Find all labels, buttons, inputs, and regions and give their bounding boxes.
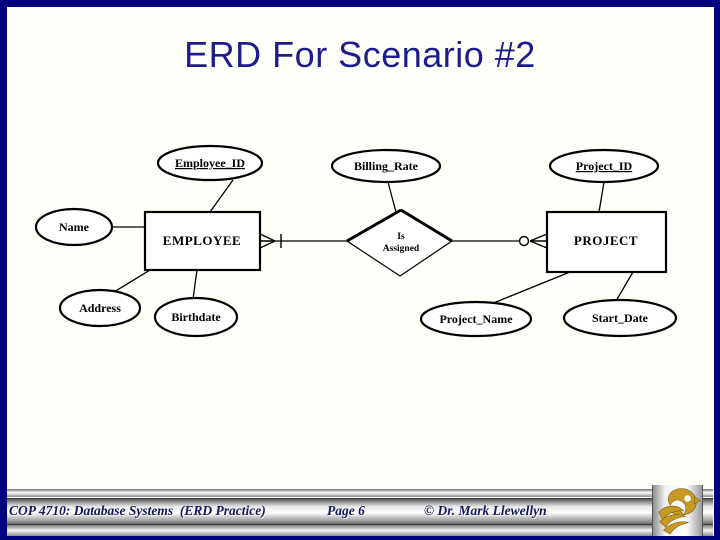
connector-project-name — [490, 271, 571, 305]
crow-foot-bar-icon — [259, 233, 282, 249]
attribute-birthdate-label: Birthdate — [171, 310, 221, 324]
attribute-employee-id — [156, 144, 264, 182]
page-title: ERD For Scenario #2 — [184, 34, 536, 75]
attribute-project-id — [548, 148, 660, 184]
footer-bar-top — [7, 489, 713, 497]
attribute-project-id-label: Project_ID — [576, 159, 633, 173]
footer-page-number: Page 6 — [327, 503, 365, 518]
attribute-address-label: Address — [79, 301, 121, 315]
circle-crow-foot-icon — [518, 233, 548, 249]
attribute-project-name — [419, 300, 533, 338]
connector-project-id — [598, 181, 605, 213]
relationship-label-line1: Is — [397, 232, 405, 242]
attribute-project-name-label: Project_Name — [439, 312, 513, 326]
entity-project-label: PROJECT — [574, 233, 638, 248]
footer-bar-bottom — [7, 525, 713, 536]
attribute-address — [58, 288, 142, 328]
attribute-billing-rate — [330, 148, 442, 184]
erd-diagram: EMPLOYEE PROJECT Is Assigned Employee_ID… — [34, 144, 678, 338]
entity-project — [545, 210, 668, 274]
attribute-employee-id-label: Employee_ID — [175, 156, 245, 170]
connector-employee-id — [209, 179, 234, 213]
connector-address — [113, 269, 151, 293]
attribute-name — [34, 207, 114, 247]
logo-panel — [652, 485, 703, 536]
footer-course-label: COP 4710: Database Systems (ERD Practice… — [9, 503, 266, 518]
relationship-label-line2: Assigned — [383, 244, 420, 254]
connector-billing-rate — [387, 181, 398, 217]
attribute-birthdate — [153, 296, 239, 338]
attribute-name-label: Name — [59, 220, 90, 234]
ucf-pegasus-logo-icon — [658, 488, 701, 535]
attribute-start-date — [562, 298, 678, 338]
entity-employee-label: EMPLOYEE — [163, 233, 241, 248]
attribute-start-date-label: Start_Date — [592, 311, 649, 325]
entity-employee — [143, 210, 262, 272]
footer-bar-main — [7, 498, 713, 525]
diamond-edge-bold-right — [400, 208, 453, 243]
attribute-billing-rate-label: Billing_Rate — [354, 159, 419, 173]
footer-copyright: © Dr. Mark Llewellyn — [424, 503, 547, 518]
diamond-edge-bold-left — [346, 208, 402, 243]
relationship-is-assigned — [345, 209, 454, 277]
connector-start-date — [615, 271, 634, 302]
connector-birthdate — [192, 269, 198, 300]
